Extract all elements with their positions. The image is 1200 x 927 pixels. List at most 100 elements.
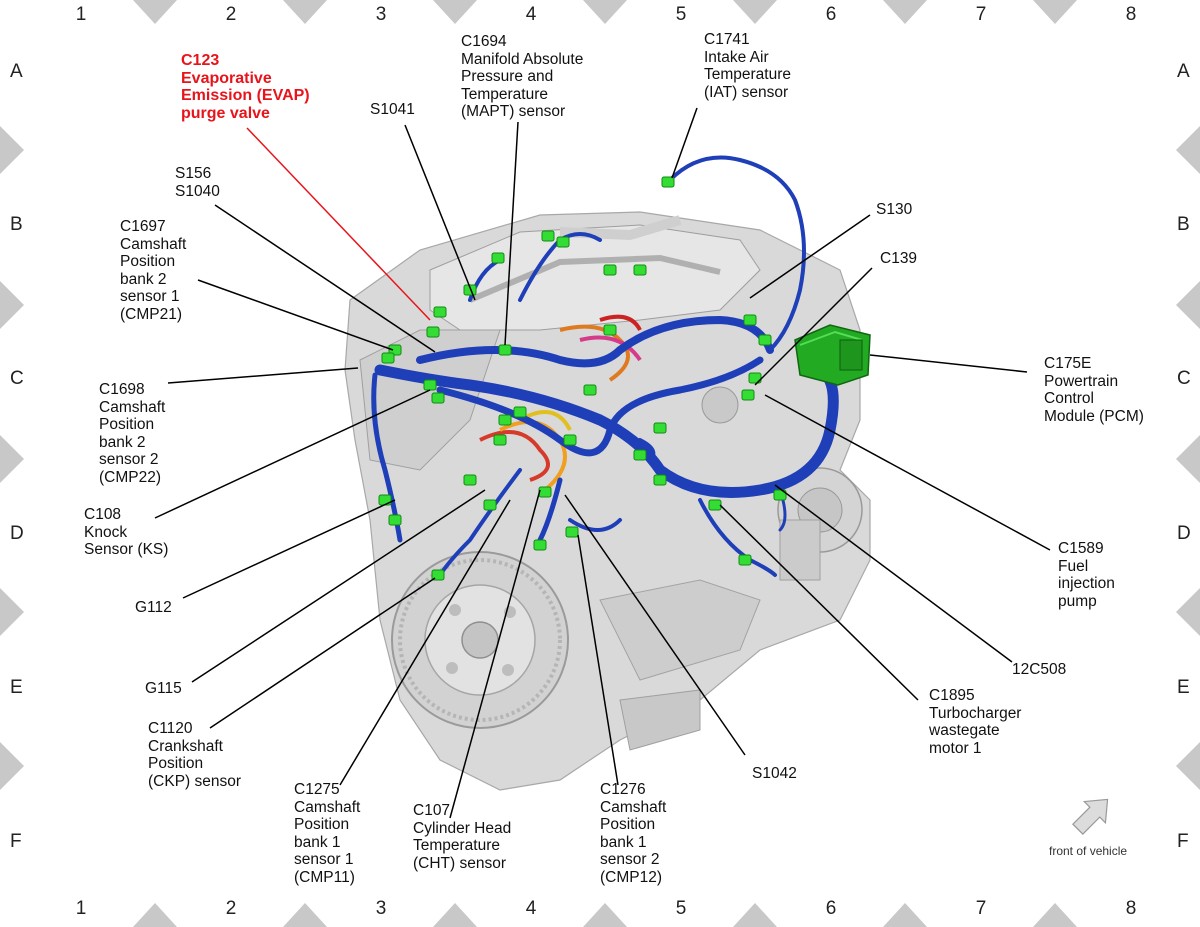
grid-column-top-5: 5 [675,4,687,25]
leader-c1589 [764,394,1051,551]
label-g115: G115 [145,680,182,697]
border-marker-bottom [1033,903,1077,927]
connector-plug [433,306,447,318]
grid-column-top-7: 7 [975,4,987,25]
connector-plug [463,284,477,296]
grid-column-bottom-5: 5 [675,898,687,919]
grid-row-right-e: E [1177,677,1190,698]
grid-column-top-3: 3 [375,4,387,25]
connector-plug [773,489,787,501]
border-marker-left [0,588,24,636]
connector-plug [381,352,395,364]
connector-plug [653,422,667,434]
connector-plug [513,406,527,418]
connector-plug [661,176,675,188]
grid-column-bottom-8: 8 [1125,898,1137,919]
label-c139: C139 [880,250,918,267]
leader-s1042 [564,494,746,756]
border-marker-left [0,281,24,329]
leader-s156 [214,204,436,353]
grid-row-left-a: A [10,61,23,82]
border-marker-top [433,0,477,24]
connector-plug [633,449,647,461]
connector-plug [556,236,570,248]
label-s1041: S1041 [370,101,415,118]
border-marker-bottom [283,903,327,927]
border-marker-top [883,0,927,24]
leader-c1120 [209,577,436,729]
connector-plug [738,554,752,566]
border-marker-right [1176,588,1200,636]
leader-c1895 [719,504,919,701]
connector-plug [431,569,445,581]
border-marker-bottom [583,903,627,927]
border-marker-bottom [733,903,777,927]
leader-c1276 [577,534,619,786]
connector-plug [633,264,647,276]
connector-plug [498,414,512,426]
leader-lines [154,107,1051,819]
leader-c108 [154,389,431,519]
pcm-module-illustration [794,324,871,386]
connector-plug [565,526,579,538]
connector-plug [741,389,755,401]
grid-row-left-c: C [10,368,24,389]
border-marker-top [733,0,777,24]
connector-plug [431,392,445,404]
grid-column-bottom-7: 7 [975,898,987,919]
grid-column-bottom-6: 6 [825,898,837,919]
grid-row-right-c: C [1177,368,1191,389]
label-12c508: 12C508 [1012,661,1067,678]
grid-column-bottom-2: 2 [225,898,237,919]
front-arrow-icon [1072,798,1109,835]
connector-plug [463,474,477,486]
leader-c1697 [197,279,394,351]
border-marker-right [1176,742,1200,790]
border-marker-top [1033,0,1077,24]
border-marker-left [0,435,24,483]
leader-c139 [754,267,873,386]
border-marker-left [0,126,24,174]
connector-plug [603,264,617,276]
label-s1042: S1042 [752,765,797,782]
connector-plug [708,499,722,511]
connector-plug [388,514,402,526]
grid-row-left-d: D [10,523,24,544]
connector-plug [493,434,507,446]
connector-plug [483,499,497,511]
border-marker-bottom [433,903,477,927]
grid-column-top-1: 1 [75,4,87,25]
grid-row-right-f: F [1177,831,1189,852]
connector-plug [541,230,555,242]
front-of-vehicle-label: front of vehicle [1049,844,1128,858]
border-marker-right [1176,281,1200,329]
grid-row-left-f: F [10,831,22,852]
connector-plug [538,486,552,498]
grid-column-bottom-1: 1 [75,898,87,919]
connector-plug [758,334,772,346]
leader-c175e [869,354,1028,373]
label-g112: G112 [135,599,172,616]
connector-plug [423,379,437,391]
leader-c123 [246,127,431,321]
leader-c107 [449,489,541,819]
leader-c1694 [504,121,519,346]
border-marker-left [0,742,24,790]
border-marker-bottom [133,903,177,927]
grid-column-bottom-3: 3 [375,898,387,919]
leader-g115 [191,489,486,683]
leader-s1041 [404,124,476,301]
leader-c12c508 [774,484,1013,663]
connector-plug [533,539,547,551]
